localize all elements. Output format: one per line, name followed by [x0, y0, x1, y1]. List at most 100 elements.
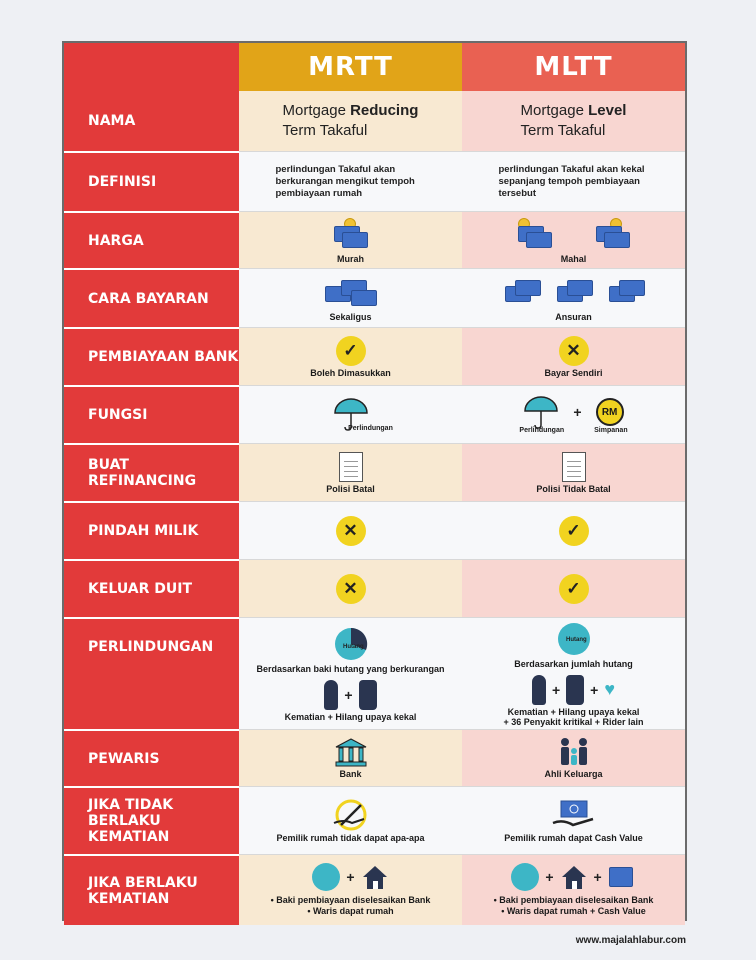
debt-circle-icon: Hutang — [557, 622, 590, 655]
money-bag-icon: RM — [595, 398, 624, 426]
svg-text:Hutang: Hutang — [566, 637, 587, 643]
row-pewaris: PEWARIS Bank Ahli Keluarga — [64, 729, 685, 786]
row-keluar-duit: KELUAR DUIT ✕ ✓ — [64, 559, 685, 617]
mltt-function-a: Perlindungan — [519, 427, 565, 434]
row-label: PEWARIS — [64, 729, 239, 786]
mltt-header: MLTT — [462, 43, 685, 91]
source-url: www.majalahlabur.com — [575, 935, 686, 946]
money-stack-icon — [608, 863, 636, 891]
cross-icon: ✕ — [335, 515, 366, 546]
row-label: FUNGSI — [64, 385, 239, 443]
mrtt-cell: Perlindungan — [239, 386, 462, 443]
mrtt-cell: Bank — [239, 730, 462, 786]
money-stack-icon — [514, 216, 556, 252]
mrtt-cell: ✕ — [239, 502, 462, 559]
mltt-death-a: • Baki pembiayaan diselesaikan Bank — [493, 895, 654, 905]
header-corner — [64, 43, 239, 91]
mrtt-definition: perlindungan Takaful akan berkurangan me… — [275, 163, 415, 199]
mltt-name: Mortgage Level Term Takaful — [520, 102, 627, 139]
row-perlindungan: PERLINDUNGAN Hutang Berdasarkan baki hut… — [64, 617, 685, 729]
mltt-death-b: • Waris dapat rumah + Cash Value — [501, 906, 646, 916]
mltt-cell: + RM Perlindungan Simpanan — [462, 386, 685, 443]
row-nama: NAMA Mortgage Reducing Term Takaful Mort… — [64, 91, 685, 151]
row-label: JIKA TIDAK BERLAKU KEMATIAN — [64, 786, 239, 854]
settled-stamp-icon — [312, 863, 341, 891]
mrtt-death-a: • Baki pembiayaan diselesaikan Bank — [270, 895, 431, 905]
row-pembiayaan-bank: PEMBIAYAAN BANK ✓ Boleh Dimasukkan ✕ Bay… — [64, 327, 685, 385]
mltt-cell: Mortgage Level Term Takaful — [462, 91, 685, 151]
mrtt-cell: Polisi Batal — [239, 444, 462, 501]
mrtt-cell: Hutang Berdasarkan baki hutang yang berk… — [239, 618, 462, 729]
mrtt-heir: Bank — [339, 769, 362, 779]
mrtt-cell: Sekaligus — [239, 269, 462, 327]
row-label: PEMBIAYAAN BANK — [64, 327, 239, 385]
row-jika-tidak-berlaku-kematian: JIKA TIDAK BERLAKU KEMATIAN Pemilik ruma… — [64, 786, 685, 854]
mltt-definition: perlindungan Takaful akan kekal sepanjan… — [498, 163, 645, 199]
mrtt-price: Murah — [337, 254, 364, 264]
mltt-cell: Hutang Berdasarkan jumlah hutang + + ♥ K… — [462, 618, 685, 729]
table-header: MRTT MLTT — [64, 43, 685, 91]
comparison-table: MRTT MLTT NAMA Mortgage Reducing Term Ta… — [62, 41, 687, 925]
heart-icon: ♥ — [604, 679, 616, 699]
mrtt-no-death: Pemilik rumah tidak dapat apa-apa — [276, 832, 425, 843]
cross-icon: ✕ — [335, 573, 366, 604]
pie-chart-icon: Hutang — [334, 627, 367, 660]
family-icon — [560, 738, 587, 765]
row-pindah-milik: PINDAH MILIK ✕ ✓ — [64, 501, 685, 559]
mltt-cell: Polisi Tidak Batal — [462, 444, 685, 501]
disabled-person-icon — [566, 674, 585, 705]
mrtt-cell: ✕ — [239, 560, 462, 617]
row-label: JIKA BERLAKU KEMATIAN — [64, 854, 239, 925]
mltt-cell: ✓ — [462, 560, 685, 617]
mltt-heir: Ahli Keluarga — [544, 769, 603, 779]
row-refinancing: BUAT REFINANCING Polisi Batal Polisi Tid… — [64, 443, 685, 501]
umbrella-icon — [524, 396, 559, 429]
mrtt-cell: Mortgage Reducing Term Takaful — [239, 91, 462, 151]
mltt-financing: Bayar Sendiri — [544, 367, 603, 378]
row-label: HARGA — [64, 211, 239, 268]
mrtt-death-b: • Waris dapat rumah — [307, 906, 394, 916]
money-stack-icon — [330, 216, 372, 252]
mrtt-protection-basis: Berdasarkan baki hutang yang berkurangan — [256, 663, 445, 674]
mltt-price: Mahal — [560, 254, 587, 264]
document-icon — [338, 451, 363, 482]
settled-stamp-icon — [511, 863, 540, 891]
row-label: PERLINDUNGAN — [64, 617, 239, 729]
money-stack-icon — [592, 216, 634, 252]
mrtt-refinancing: Polisi Batal — [326, 483, 375, 494]
mltt-cell: Mahal — [462, 212, 685, 268]
document-icon — [561, 451, 586, 482]
money-bundle-icon — [605, 274, 647, 310]
svg-text:Hutang: Hutang — [343, 644, 364, 650]
mrtt-cell: ✓ Boleh Dimasukkan — [239, 328, 462, 385]
row-label: KELUAR DUIT — [64, 559, 239, 617]
person-icon — [324, 679, 339, 710]
mrtt-cell: perlindungan Takaful akan berkurangan me… — [239, 152, 462, 211]
row-label: DEFINISI — [64, 151, 239, 211]
mrtt-cell: Murah — [239, 212, 462, 268]
row-label: NAMA — [64, 91, 239, 151]
money-bundle-icon — [323, 274, 379, 310]
row-cara-bayaran: CARA BAYARAN Sekaligus Ansuran — [64, 268, 685, 327]
mltt-cell: + + • Baki pembiayaan diselesaikan Bank … — [462, 855, 685, 925]
mltt-cell: ✕ Bayar Sendiri — [462, 328, 685, 385]
mltt-cell: ✓ — [462, 502, 685, 559]
mltt-cell: Pemilik rumah dapat Cash Value — [462, 787, 685, 854]
mltt-cell: Ansuran — [462, 269, 685, 327]
mltt-cell: perlindungan Takaful akan kekal sepanjan… — [462, 152, 685, 211]
row-label: BUAT REFINANCING — [64, 443, 239, 501]
mrtt-financing: Boleh Dimasukkan — [310, 367, 391, 378]
mrtt-cell: + • Baki pembiayaan diselesaikan Bank • … — [239, 855, 462, 925]
mrtt-cell: Pemilik rumah tidak dapat apa-apa — [239, 787, 462, 854]
mltt-payment: Ansuran — [555, 312, 592, 322]
mltt-protection-cover: Kematian + Hilang upaya kekal — [507, 706, 640, 717]
mrtt-name: Mortgage Reducing Term Takaful — [282, 102, 419, 139]
cross-icon: ✕ — [558, 335, 589, 366]
money-bundle-icon — [553, 274, 595, 310]
person-icon — [531, 674, 546, 705]
check-icon: ✓ — [558, 573, 589, 604]
mrtt-header: MRTT — [239, 43, 462, 91]
row-jika-berlaku-kematian: JIKA BERLAKU KEMATIAN + • Baki pembiayaa… — [64, 854, 685, 925]
money-bundle-icon — [501, 274, 543, 310]
row-label: CARA BAYARAN — [64, 268, 239, 327]
